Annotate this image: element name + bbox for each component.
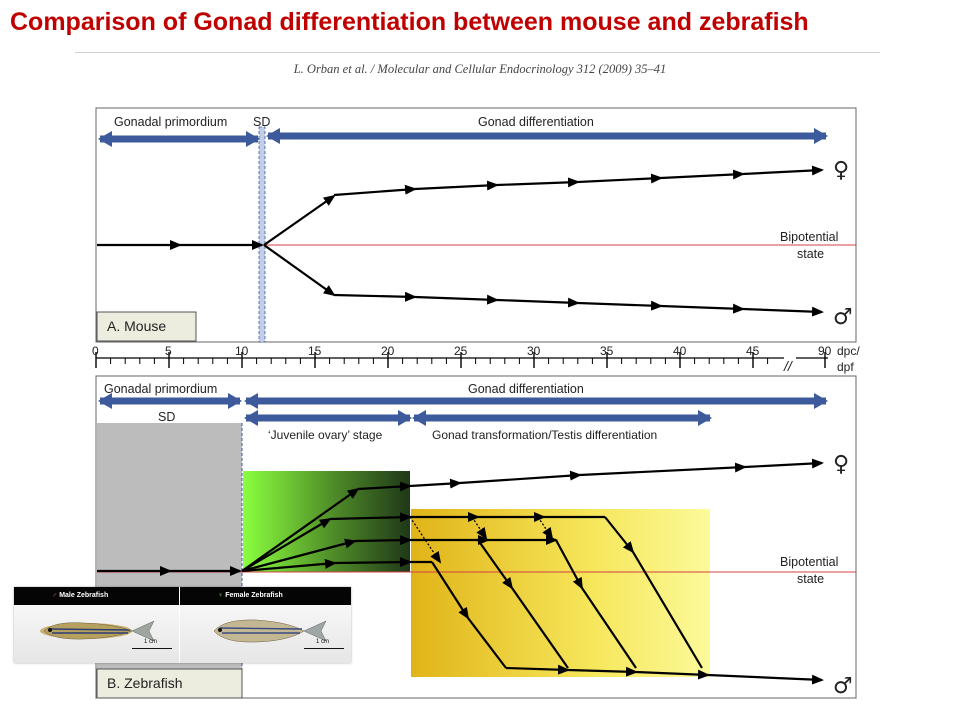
mouse-sd-column <box>258 126 266 343</box>
axis-break-mark: // <box>783 358 794 374</box>
zf-juvenile-label: ‘Juvenile ovary’ stage <box>268 428 383 442</box>
female-photo-title: Female Zebrafish <box>225 592 283 599</box>
mouse-bipotential-label-1: Bipotential <box>780 230 838 244</box>
female-photo-header: ♀ Female Zebrafish <box>180 587 351 605</box>
female-symbol-icon: ♀ <box>218 592 226 599</box>
axis-tick-label: 35 <box>600 344 614 358</box>
female-photo: 1 cm <box>180 605 351 663</box>
axis-tick-label: 0 <box>92 344 99 358</box>
zebrafish-photo-inset: ♂ Male Zebrafish ♀ Female Zebrafish 1 cm… <box>14 587 351 663</box>
zf-transformation-label: Gonad transformation/Testis differentiat… <box>432 428 657 442</box>
male-scale-label: 1 cm <box>144 639 158 645</box>
citation: L. Orban et al. / Molecular and Cellular… <box>293 62 667 76</box>
axis-unit-2: dpf <box>837 360 854 374</box>
zf-transition-dotted <box>409 516 554 564</box>
zf-bipotential-label-2: state <box>797 572 824 586</box>
male-zebrafish-image <box>40 620 155 642</box>
testis-differentiation-region <box>411 509 710 677</box>
male-photo-header: ♂ Male Zebrafish <box>14 587 179 605</box>
mouse-primordium-label: Gonadal primordium <box>114 115 227 129</box>
male-scale-bar <box>132 648 172 649</box>
zf-panel-label-box <box>96 668 243 699</box>
mouse-panel-frame <box>95 107 857 343</box>
mouse-female-symbol: ♀ <box>833 158 849 183</box>
mouse-male-symbol: ♂ <box>833 305 853 330</box>
female-scale-label: 1 cm <box>316 639 330 645</box>
axis-tick-label: 30 <box>527 344 541 358</box>
male-symbol-icon: ♂ <box>52 592 60 599</box>
mouse-panel-label-box <box>96 311 197 342</box>
female-scale-bar <box>304 648 344 649</box>
zf-panel-label: B. Zebrafish <box>107 675 182 691</box>
axis-tick-label: 90 <box>818 344 832 358</box>
female-zebrafish-image <box>213 619 327 643</box>
axis-tick-label: 25 <box>454 344 468 358</box>
title-divider <box>75 52 880 53</box>
zf-pathways <box>97 458 824 685</box>
slide-title: Comparison of Gonad differentiation betw… <box>10 8 809 36</box>
zf-differentiation-label: Gonad differentiation <box>468 382 584 396</box>
zf-bipotential-label-1: Bipotential <box>780 555 838 569</box>
axis-tick-label: 45 <box>746 344 760 358</box>
mouse-panel-label: A. Mouse <box>107 318 166 334</box>
zf-female-symbol: ♀ <box>833 452 849 477</box>
zf-male-symbol: ♂ <box>833 674 853 699</box>
mouse-pathways <box>97 165 824 317</box>
male-photo-title: Male Zebrafish <box>59 592 109 599</box>
axis-unit-1: dpc/ <box>837 344 860 358</box>
zf-primordium-label: Gonadal primordium <box>104 382 217 396</box>
axis-tick-label: 10 <box>235 344 249 358</box>
axis-tick-label: 5 <box>165 344 172 358</box>
mouse-bipotential-label-2: state <box>797 247 824 261</box>
axis-tick-label: 20 <box>381 344 395 358</box>
axis-tick-label: 40 <box>673 344 687 358</box>
mouse-sd-label: SD <box>253 115 270 129</box>
axis-tick-label: 15 <box>308 344 322 358</box>
mouse-differentiation-label: Gonad differentiation <box>478 115 594 129</box>
time-axis: 0 5 10 15 20 25 30 35 40 45 90 dpc/ dpf … <box>92 344 860 374</box>
male-photo: 1 cm <box>14 605 179 663</box>
zf-sd-label: SD <box>158 410 175 424</box>
